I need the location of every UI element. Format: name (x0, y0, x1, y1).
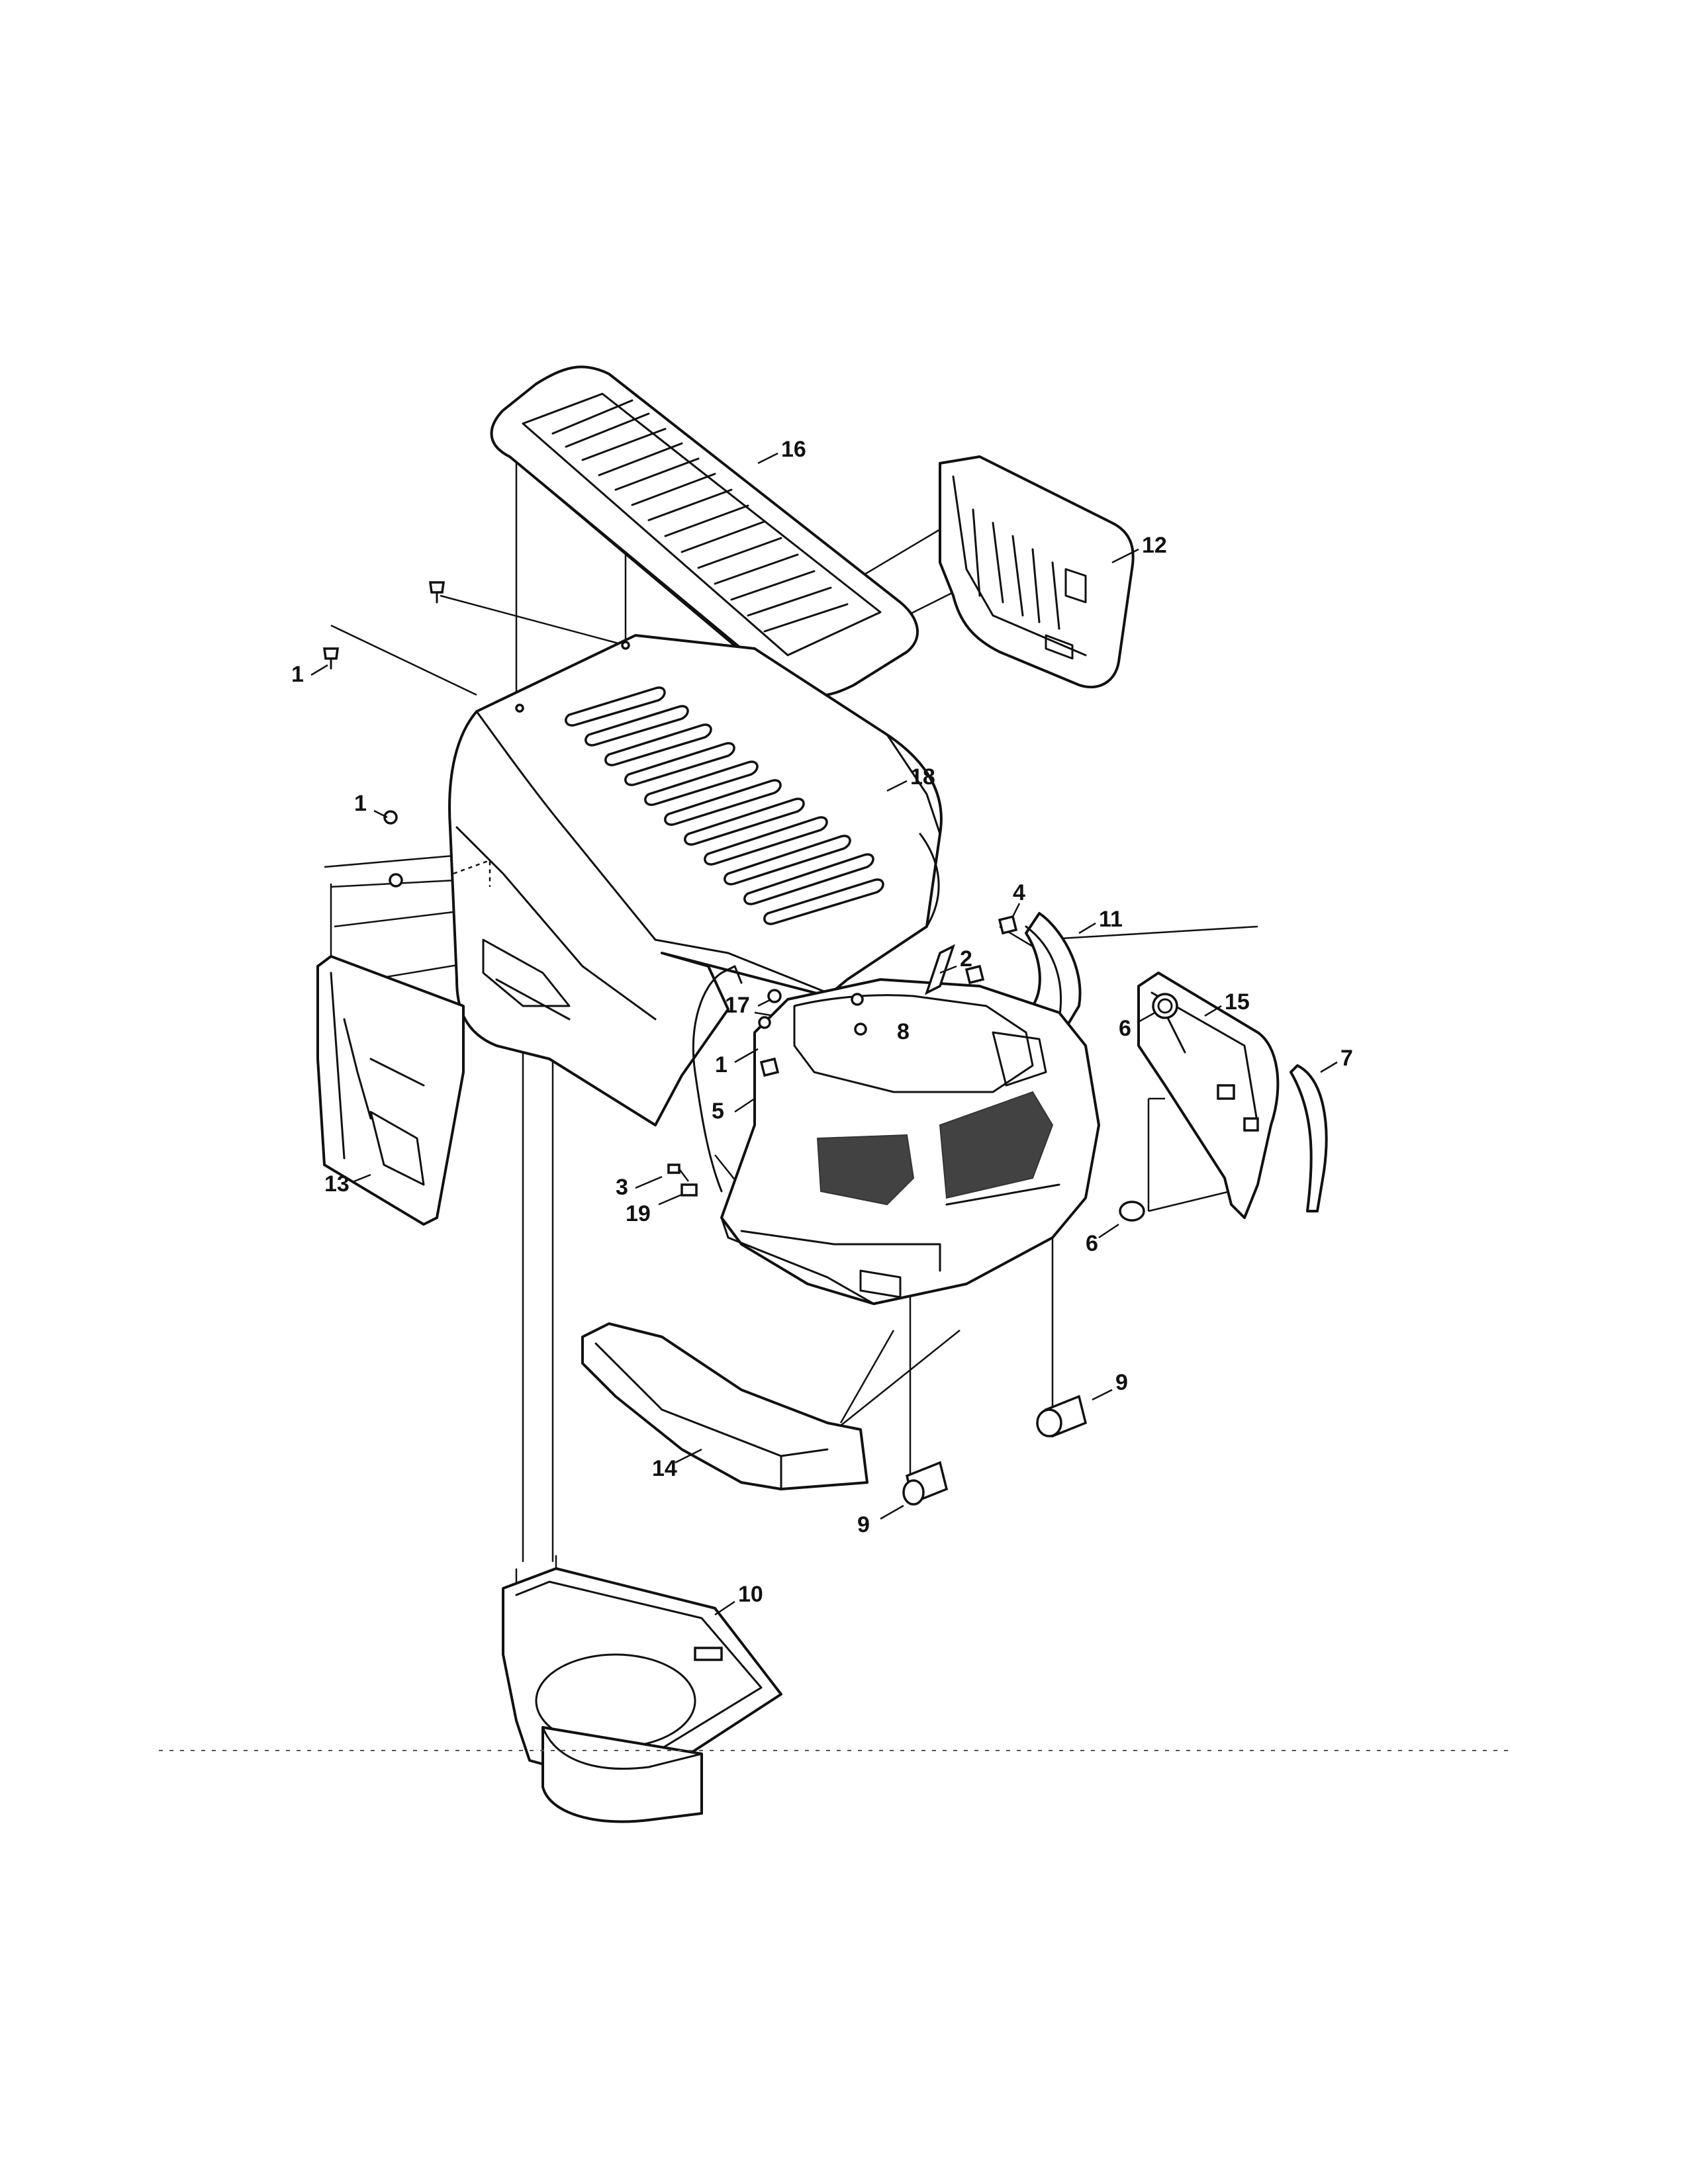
callout-11: 11 (1078, 907, 1123, 934)
hood-vents (565, 686, 884, 925)
callout-4: 4 (1011, 880, 1025, 917)
bumper-plug-6b (1119, 1201, 1145, 1222)
part-13-side-panel (316, 955, 465, 1226)
bolt-9b (1036, 1394, 1088, 1438)
wire-harness (692, 965, 743, 1193)
screw-1e (758, 1016, 771, 1029)
screw-1g (854, 1023, 867, 1036)
nut-17 (767, 989, 782, 1003)
callout-8: 8 (897, 1019, 910, 1044)
hardware-parts (323, 581, 1178, 1506)
svg-text:4: 4 (1013, 880, 1025, 905)
svg-text:7: 7 (1340, 1046, 1353, 1071)
part-7-trim-strip (1289, 1064, 1328, 1212)
svg-text:5: 5 (712, 1099, 724, 1124)
svg-text:19: 19 (626, 1201, 651, 1226)
svg-text:1: 1 (354, 791, 367, 816)
svg-text:2: 2 (960, 946, 972, 972)
screw-1a (429, 581, 445, 604)
bolt-9a (902, 1461, 949, 1506)
svg-text:9: 9 (1115, 1370, 1128, 1395)
screw-1d (389, 873, 403, 887)
callout-6-a: 6 (1119, 1011, 1156, 1041)
svg-text:14: 14 (652, 1456, 677, 1481)
callout-17: 17 (725, 993, 772, 1018)
svg-text:1: 1 (291, 662, 304, 687)
svg-text:9: 9 (857, 1512, 870, 1537)
clip-19 (680, 1183, 698, 1197)
svg-text:6: 6 (1119, 1016, 1131, 1041)
callout-14: 14 (652, 1448, 702, 1481)
callout-12: 12 (1111, 533, 1167, 564)
callout-3: 3 (616, 1175, 663, 1200)
screw-1c (383, 810, 398, 825)
part-12-dash-panel (939, 455, 1135, 689)
bumper-plug-6a (1152, 993, 1178, 1019)
svg-text:18: 18 (910, 764, 935, 790)
part-16-hood-grille (490, 365, 919, 698)
screw-1b (323, 647, 339, 670)
clip-4 (998, 915, 1018, 935)
grille-louvers (551, 399, 849, 633)
callout-19: 19 (626, 1193, 682, 1226)
part-14-lower-panel (581, 1322, 868, 1490)
part-18-hood (448, 634, 943, 1126)
svg-text:15: 15 (1225, 989, 1250, 1015)
svg-text:17: 17 (725, 993, 750, 1018)
callout-7: 7 (1320, 1046, 1353, 1073)
callout-13: 13 (324, 1171, 371, 1197)
svg-text:16: 16 (781, 437, 806, 462)
screw-3 (667, 1163, 680, 1174)
callout-5: 5 (712, 1097, 755, 1124)
svg-text:13: 13 (324, 1171, 350, 1197)
svg-text:6: 6 (1086, 1231, 1098, 1256)
svg-text:10: 10 (738, 1582, 763, 1607)
callout-1-b: 1 (354, 791, 388, 819)
clip-4b (964, 964, 985, 985)
callout-6-b: 6 (1086, 1223, 1119, 1256)
bracket-2 (925, 944, 955, 995)
callout-15: 15 (1204, 989, 1250, 1017)
callout-2: 2 (939, 946, 972, 974)
svg-text:11: 11 (1099, 907, 1123, 932)
callout-9-b: 9 (857, 1504, 904, 1537)
callouts: 16 12 1 18 1 4 11 2 (291, 437, 1353, 1616)
callout-1-a: 1 (291, 662, 328, 687)
part-8-grille-housing (720, 978, 1100, 1305)
svg-text:12: 12 (1142, 533, 1167, 558)
callout-16: 16 (757, 437, 806, 465)
callout-9-a: 9 (1092, 1370, 1128, 1401)
clip-5 (759, 1057, 780, 1077)
callout-18: 18 (886, 764, 935, 792)
callout-1-c: 1 (715, 1048, 759, 1077)
callout-10: 10 (714, 1582, 763, 1616)
svg-text:8: 8 (897, 1019, 910, 1044)
part-15-side-panel (1137, 972, 1280, 1219)
svg-text:1: 1 (715, 1052, 727, 1077)
screw-1f (851, 993, 864, 1006)
svg-text:3: 3 (616, 1175, 628, 1200)
